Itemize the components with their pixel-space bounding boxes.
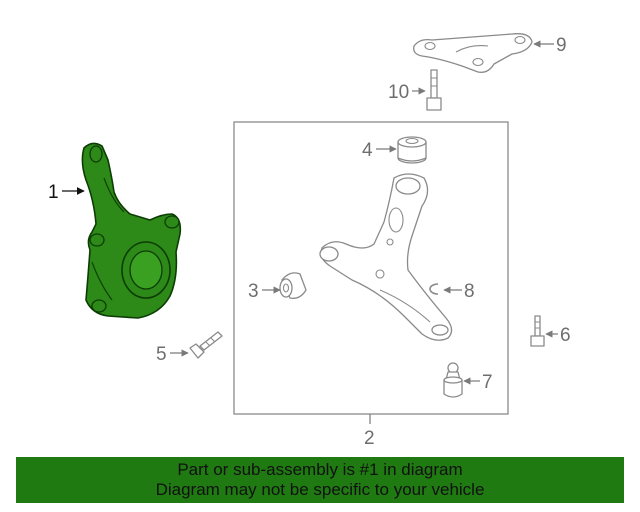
callout-3[interactable]: 3 — [248, 281, 259, 302]
bolt-5-part[interactable] — [189, 331, 223, 359]
snap-ring-part[interactable] — [429, 283, 439, 295]
assembly-box — [233, 121, 509, 415]
ball-joint-part[interactable] — [443, 362, 463, 398]
callout-5[interactable]: 5 — [156, 344, 167, 365]
callout-4[interactable]: 4 — [362, 140, 373, 161]
upper-bushing-part[interactable] — [397, 136, 427, 164]
bolt-10-part[interactable] — [426, 69, 442, 111]
info-banner: Part or sub-assembly is #1 in diagram Di… — [16, 457, 624, 503]
callout-10[interactable]: 10 — [388, 82, 409, 103]
callout-2[interactable]: 2 — [364, 428, 375, 449]
steering-knuckle-part[interactable] — [81, 142, 182, 319]
front-bushing-part[interactable] — [279, 272, 307, 299]
bolt-6-part[interactable] — [530, 315, 545, 347]
lower-control-arm-part[interactable] — [319, 173, 453, 341]
callout-7[interactable]: 7 — [482, 372, 493, 393]
callout-9[interactable]: 9 — [556, 35, 567, 56]
callout-6[interactable]: 6 — [560, 325, 571, 346]
bracket-part[interactable] — [413, 33, 533, 73]
parts-diagram: 1 2 4 3 8 7 — [48, 33, 571, 449]
banner-line-1: Part or sub-assembly is #1 in diagram — [177, 460, 463, 479]
callout-8[interactable]: 8 — [464, 281, 475, 302]
banner-line-2: Diagram may not be specific to your vehi… — [155, 480, 485, 499]
callout-1[interactable]: 1 — [48, 182, 59, 203]
